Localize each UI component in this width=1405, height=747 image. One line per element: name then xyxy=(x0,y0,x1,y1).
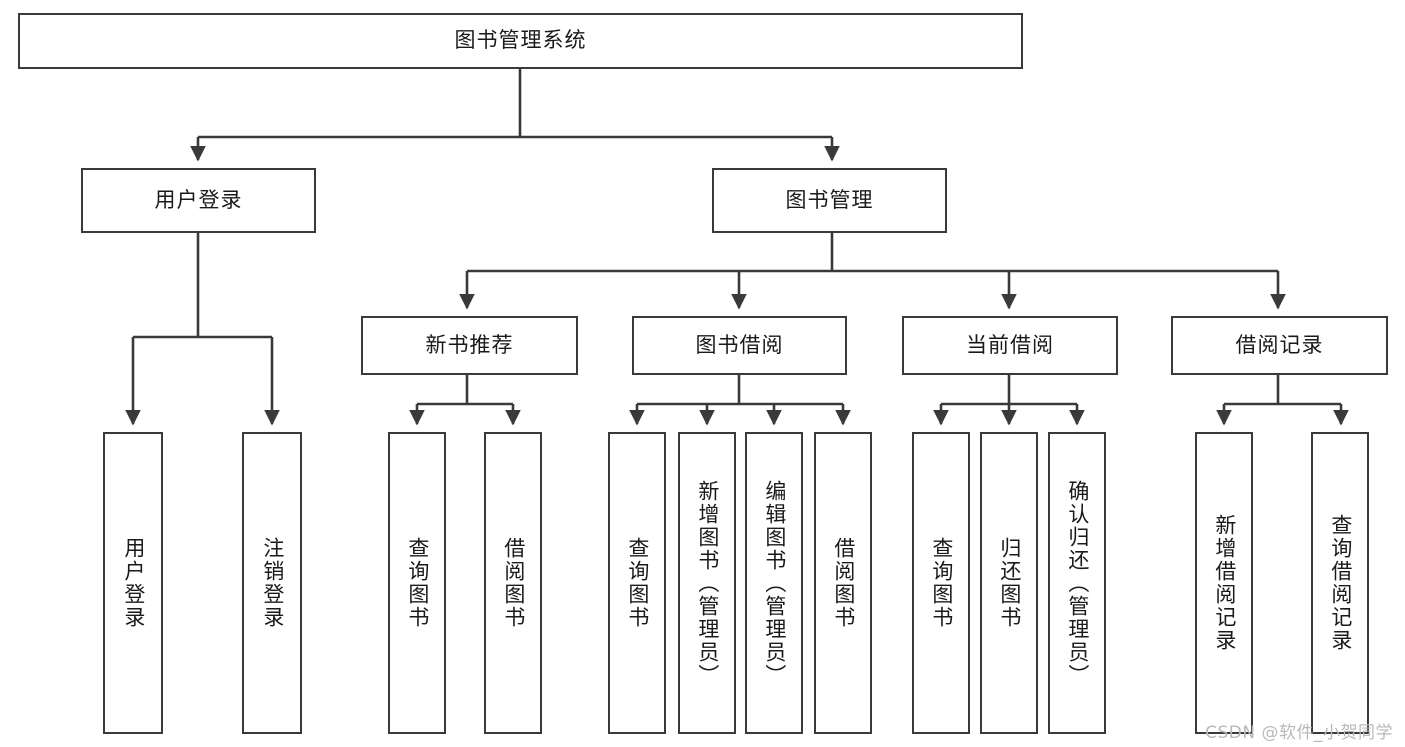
node-book-manage[interactable]: 图书管理 xyxy=(712,168,947,233)
node-user-login-label: 用户登录 xyxy=(154,187,243,212)
node-leaf-add-book[interactable]: 新增图书（管理员） xyxy=(678,432,736,734)
node-leaf-add-record-label: 新增借阅记录 xyxy=(1212,514,1237,652)
node-borrow-record[interactable]: 借阅记录 xyxy=(1171,316,1388,375)
node-leaf-query-book-1[interactable]: 查询图书 xyxy=(388,432,446,734)
node-root-label: 图书管理系统 xyxy=(454,28,587,53)
node-leaf-add-book-label: 新增图书（管理员） xyxy=(695,479,720,687)
node-leaf-return-book-label: 归还图书 xyxy=(997,537,1022,629)
node-current-borrow[interactable]: 当前借阅 xyxy=(902,316,1118,375)
node-leaf-query-book-2-label: 查询图书 xyxy=(625,537,650,629)
node-leaf-edit-book[interactable]: 编辑图书（管理员） xyxy=(745,432,803,734)
node-new-book-recommend-label: 新书推荐 xyxy=(425,332,514,357)
node-leaf-borrow-book-1-label: 借阅图书 xyxy=(501,537,526,629)
node-leaf-user-login-label: 用户登录 xyxy=(121,537,146,629)
node-leaf-add-record[interactable]: 新增借阅记录 xyxy=(1195,432,1253,734)
node-leaf-logout[interactable]: 注销登录 xyxy=(242,432,302,734)
node-borrow-record-label: 借阅记录 xyxy=(1235,332,1324,357)
node-book-borrow[interactable]: 图书借阅 xyxy=(632,316,847,375)
node-leaf-return-book[interactable]: 归还图书 xyxy=(980,432,1038,734)
node-book-manage-label: 图书管理 xyxy=(785,187,874,212)
node-leaf-confirm-return[interactable]: 确认归还（管理员） xyxy=(1048,432,1106,734)
node-leaf-edit-book-label: 编辑图书（管理员） xyxy=(762,479,787,687)
node-leaf-query-book-3-label: 查询图书 xyxy=(929,537,954,629)
node-leaf-query-record[interactable]: 查询借阅记录 xyxy=(1311,432,1369,734)
node-leaf-borrow-book-1[interactable]: 借阅图书 xyxy=(484,432,542,734)
node-leaf-borrow-book-2[interactable]: 借阅图书 xyxy=(814,432,872,734)
node-leaf-user-login[interactable]: 用户登录 xyxy=(103,432,163,734)
node-current-borrow-label: 当前借阅 xyxy=(966,332,1054,357)
node-user-login[interactable]: 用户登录 xyxy=(81,168,316,233)
node-leaf-confirm-return-label: 确认归还（管理员） xyxy=(1065,479,1090,687)
node-leaf-query-book-2[interactable]: 查询图书 xyxy=(608,432,666,734)
node-leaf-query-record-label: 查询借阅记录 xyxy=(1328,514,1353,652)
node-leaf-logout-label: 注销登录 xyxy=(260,537,285,629)
node-root[interactable]: 图书管理系统 xyxy=(18,13,1023,69)
node-new-book-recommend[interactable]: 新书推荐 xyxy=(361,316,578,375)
node-leaf-query-book-3[interactable]: 查询图书 xyxy=(912,432,970,734)
node-book-borrow-label: 图书借阅 xyxy=(695,332,784,357)
node-leaf-query-book-1-label: 查询图书 xyxy=(405,537,430,629)
node-leaf-borrow-book-2-label: 借阅图书 xyxy=(831,537,856,629)
